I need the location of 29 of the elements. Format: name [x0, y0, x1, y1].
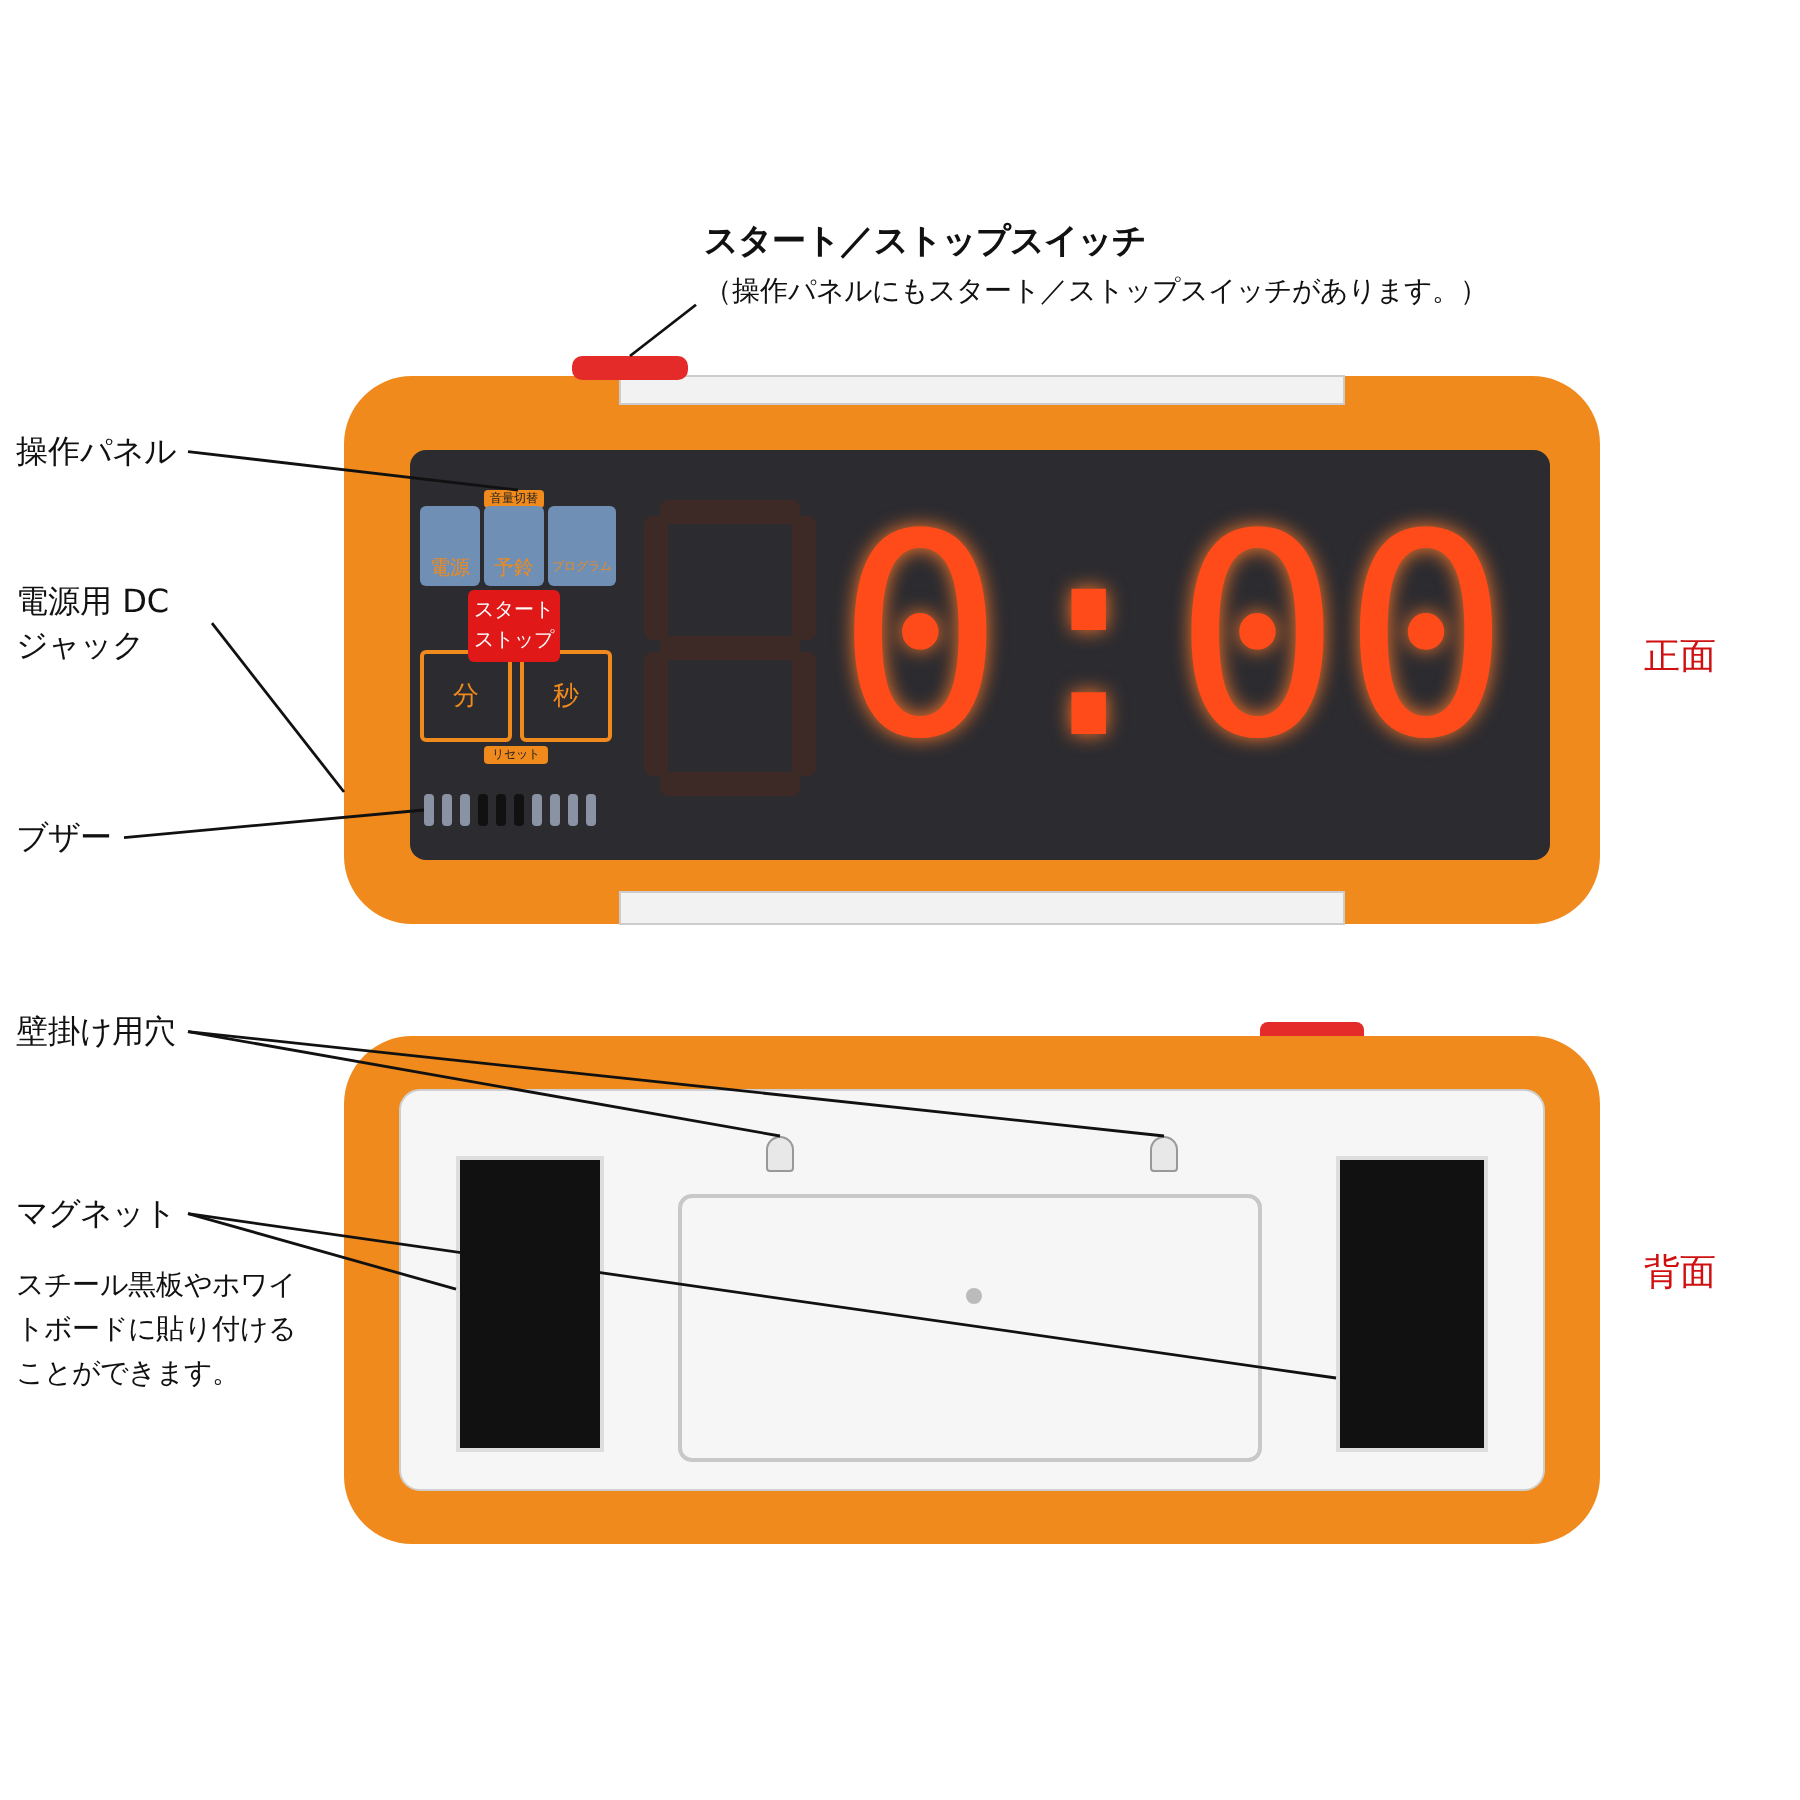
magnet — [1336, 1156, 1488, 1452]
callout-label: ブザー — [16, 816, 112, 860]
callout-label: スタート／ストップスイッチ — [704, 220, 1146, 266]
callout-label: 電源用 DCジャック — [16, 580, 200, 667]
leader-line — [187, 1030, 1165, 1138]
callout-label: 壁掛け用穴 — [16, 1010, 176, 1054]
leader-line — [187, 450, 519, 492]
leader-line — [210, 622, 346, 793]
start-stop-switch — [572, 356, 688, 380]
leader-line — [629, 303, 697, 358]
leader-line — [187, 1212, 1337, 1380]
callout-label: マグネット — [16, 1192, 176, 1236]
callout-note: （操作パネルにもスタート／ストップスイッチがあります。） — [704, 273, 1490, 312]
chime-button: 予鈴 — [484, 506, 544, 586]
leader-line — [123, 808, 425, 839]
wall-hanging-hole — [1150, 1136, 1178, 1172]
callout-note: スチール黒板やホワイトボードに貼り付けることができます。 — [16, 1267, 298, 1395]
leader-line — [187, 1212, 457, 1291]
time-readout: 0:00 — [836, 480, 1511, 800]
magnet — [456, 1156, 604, 1452]
view-label: 正面 — [1644, 634, 1716, 680]
leader-line — [187, 1030, 781, 1138]
start-stop-button: スタートストップ — [468, 590, 560, 662]
minute-button: 分 — [420, 650, 512, 742]
view-label: 背面 — [1644, 1250, 1716, 1296]
power-button: 電源 — [420, 506, 480, 586]
second-button: 秒 — [520, 650, 612, 742]
wall-hanging-hole — [766, 1136, 794, 1172]
callout-label: 操作パネル — [16, 430, 176, 474]
